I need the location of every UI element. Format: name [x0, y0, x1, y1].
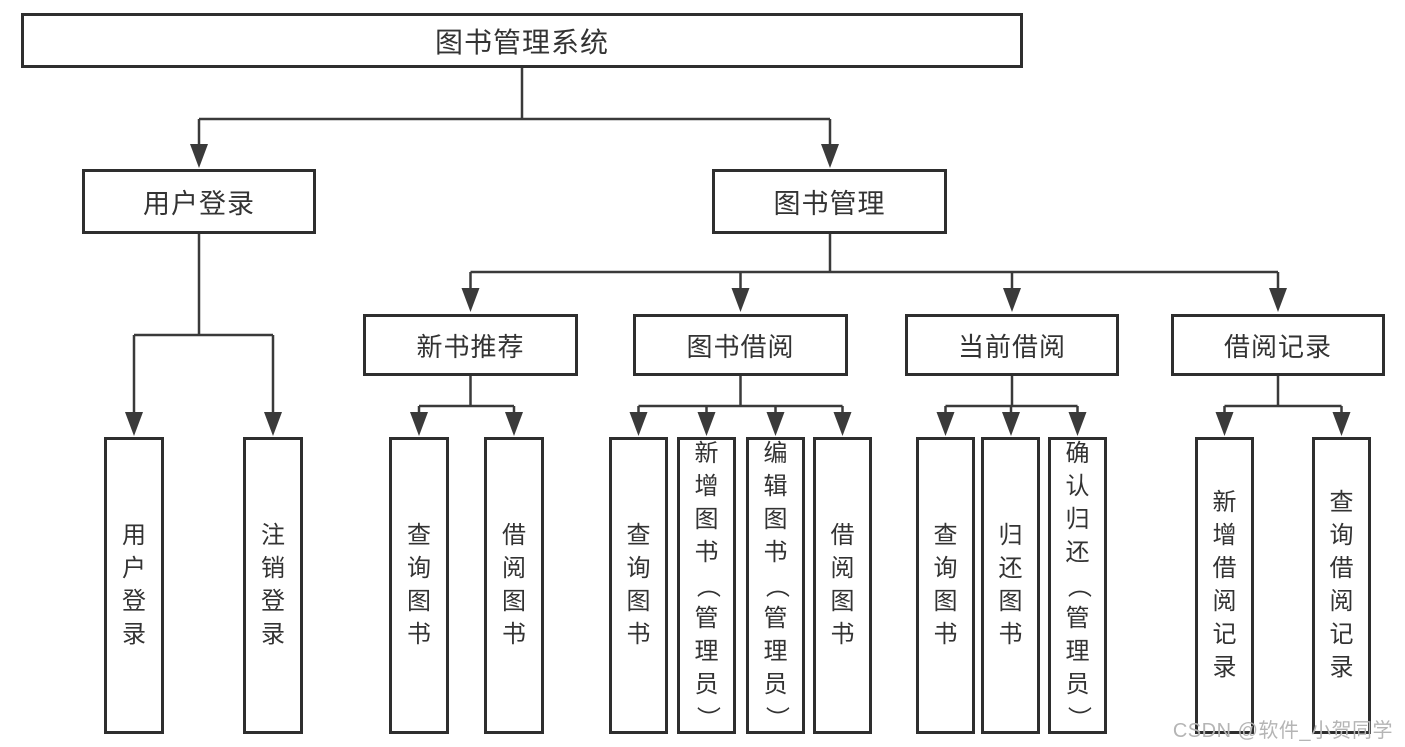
leaf-return-books: 归还图书 — [981, 437, 1040, 734]
leaf-label: 新增图书（管理员） — [693, 439, 721, 730]
node-library-management-system: 图书管理系统 — [21, 13, 1023, 68]
node-label: 图书借阅 — [686, 331, 795, 362]
leaf-label: 查询图书 — [933, 522, 958, 648]
leaf-borrow-books-2: 借阅图书 — [813, 437, 872, 734]
node-label: 新书推荐 — [416, 331, 525, 362]
leaf-label: 注销登录 — [261, 522, 285, 648]
node-label: 用户登录 — [143, 189, 255, 219]
leaf-label: 新增借阅记录 — [1212, 489, 1237, 681]
leaf-query-books-1: 查询图书 — [389, 437, 449, 734]
leaf-label: 借阅图书 — [502, 522, 526, 648]
leaf-query-books-2: 查询图书 — [609, 437, 668, 734]
node-new-book-recommendation: 新书推荐 — [363, 314, 578, 376]
node-borrowing-records: 借阅记录 — [1171, 314, 1385, 376]
leaf-label: 用户登录 — [122, 522, 146, 648]
node-label: 当前借阅 — [957, 331, 1066, 362]
node-book-management: 图书管理 — [712, 169, 947, 234]
leaf-user-login: 用户登录 — [104, 437, 164, 734]
node-user-login: 用户登录 — [82, 169, 316, 234]
leaf-label: 编辑图书（管理员） — [762, 439, 790, 730]
leaf-label: 查询图书 — [626, 522, 651, 648]
leaf-edit-books-admin: 编辑图书（管理员） — [746, 437, 805, 734]
leaf-query-borrow-record: 查询借阅记录 — [1312, 437, 1371, 734]
leaf-label: 查询借阅记录 — [1329, 489, 1354, 681]
leaf-add-books-admin: 新增图书（管理员） — [677, 437, 736, 734]
leaf-label: 归还图书 — [998, 522, 1023, 648]
node-label: 借阅记录 — [1223, 331, 1332, 362]
leaf-label: 借阅图书 — [830, 522, 855, 648]
node-book-borrowing: 图书借阅 — [633, 314, 848, 376]
leaf-label: 确认归还（管理员） — [1064, 439, 1092, 730]
node-label: 图书管理 — [773, 189, 886, 219]
node-label: 图书管理系统 — [434, 26, 609, 58]
leaf-label: 查询图书 — [407, 522, 431, 648]
leaf-logout: 注销登录 — [243, 437, 303, 734]
leaf-add-borrow-record: 新增借阅记录 — [1195, 437, 1254, 734]
leaf-borrow-books-1: 借阅图书 — [484, 437, 544, 734]
leaf-confirm-return-admin: 确认归还（管理员） — [1048, 437, 1107, 734]
leaf-query-books-3: 查询图书 — [916, 437, 975, 734]
node-current-borrowing: 当前借阅 — [905, 314, 1119, 376]
csdn-watermark: CSDN @软件_小贺同学 — [1172, 720, 1393, 742]
